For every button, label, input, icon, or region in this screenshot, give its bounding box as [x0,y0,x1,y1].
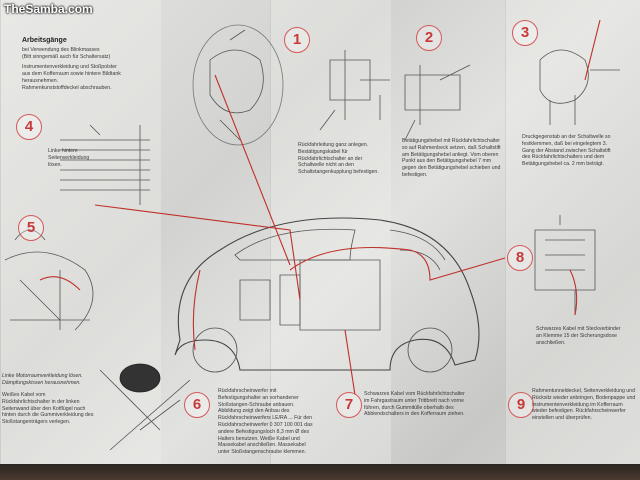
step-2-text: Betätigungshebel mit Rückfahrlichtschalt… [402,138,501,178]
step-5-text: Linke Motorraumverkleidung lösen. Dämpfu… [2,373,83,386]
car-wheel-rear [192,327,238,373]
wire-7 [344,329,356,396]
step-3-text: Druckgegenstab an der Schaltwelle so fes… [522,134,611,168]
car-body [174,217,480,371]
step-8-text: Schwarzes Kabel mit Steckverbinder an Kl… [536,326,621,346]
header-text: Instrumentenverkleidung und Stoßpolster … [22,64,121,84]
step-6-number: 6 [184,392,210,418]
table-surface [0,464,640,480]
wire-main [94,204,506,301]
detail-5-drawing [4,251,94,331]
step-8-number: 8 [507,245,533,271]
step-1-text: Rückfahrleitung ganz anlegen. Bestätigun… [298,142,379,176]
detail-2b-drawing [404,64,471,141]
step-1-number: 1 [284,27,310,53]
step-9-text: Rahmentunneldeckel, Seitenverkleidung un… [532,388,636,422]
wire-3 [584,19,601,81]
detail-1-circle [192,24,284,146]
page-title: Arbeitsgänge [22,37,67,44]
step-3-number: 3 [512,20,538,46]
detail-3-drawing [539,49,620,125]
detail-2-drawing [319,50,390,131]
detail-4-drawing [60,124,150,205]
header-subtitle: bei Verwendung des Blinkmasses [22,47,100,53]
step-7-number: 7 [336,392,362,418]
step-4-text: Linke hintere Seitenverkleidung lösen. [48,148,90,168]
step-4-number: 4 [16,114,42,140]
wire-rear [39,269,201,351]
detail-1-drawing [209,29,264,141]
wire-to-1 [214,74,291,266]
poster-fold-right [505,0,640,464]
step-9-number: 9 [508,392,534,418]
detail-8-drawing [534,215,596,315]
wire-fusebox [569,269,578,316]
car-seat [239,274,301,326]
header-note: (Bitt sinngemäß auch für Schaltersatz) [22,54,111,60]
car-window [234,228,356,261]
step-6-text: Rückfahrscheinwerfer mit Befestigungshal… [218,388,313,456]
header-text-2: Rahmenkunststoffdeckel abschrauben. [22,85,112,91]
car-hood [389,229,446,271]
car-wheel-front [407,327,453,373]
wire-lines [39,19,601,396]
watermark-logo: TheSamba.com [4,2,93,16]
step-5-number: 5 [18,215,44,241]
step-7-text: Schwarzes Kabel vom Rückfahrlichtschalte… [364,391,465,418]
car-door [299,259,381,331]
step-5-text-2: Weißes Kabel vom Rückfahrlichtschalter i… [2,392,94,426]
detail-6-drawing [99,369,191,451]
step-2-number: 2 [416,25,442,51]
